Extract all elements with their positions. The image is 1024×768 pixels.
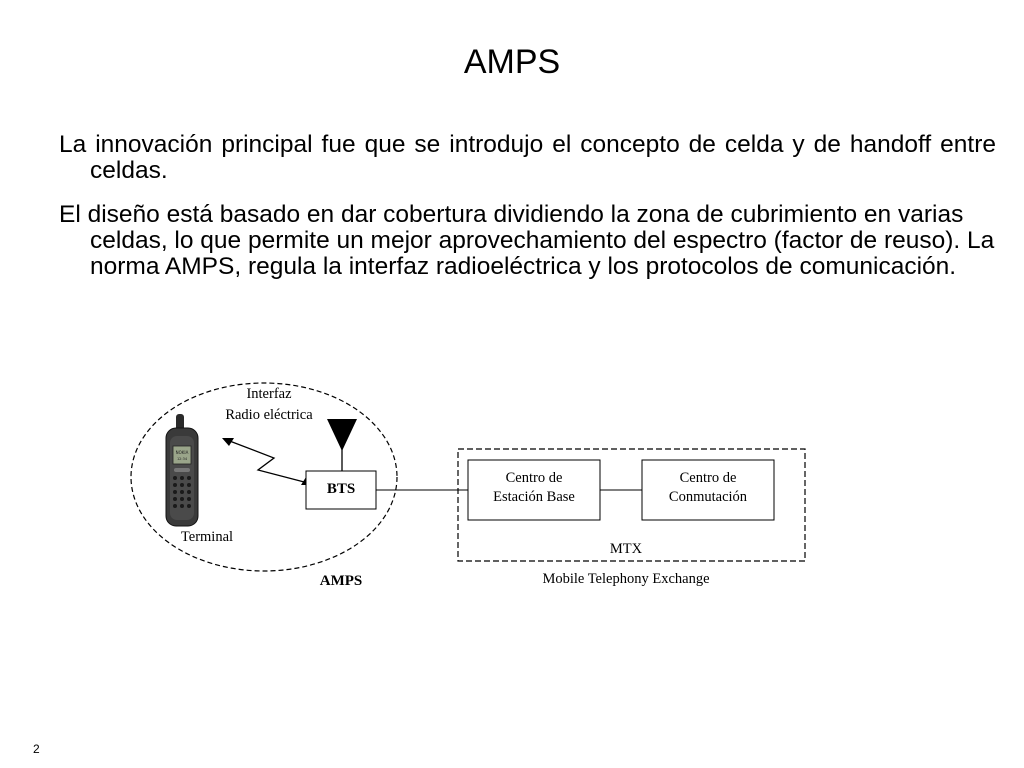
amps-cell-boundary [130, 382, 398, 572]
phone-screen-time: 12:34 [177, 457, 188, 461]
amps-architecture-diagram: Interfaz Radio eléctrica NOKIA 12:34 BTS… [130, 382, 806, 589]
mobile-phone-icon: NOKIA 12:34 [165, 414, 199, 527]
bts-box [305, 470, 377, 510]
page-number: 2 [33, 742, 40, 756]
mtx-full-name-label: Mobile Telephony Exchange [542, 571, 709, 587]
antenna-icon [327, 419, 357, 471]
base-station-center-box [467, 459, 601, 521]
phone-screen-brand: NOKIA [176, 450, 189, 455]
interface-label-line2: Radio eléctrica [225, 407, 313, 423]
slide-title: AMPS [463, 43, 561, 81]
base-center-label-line2: Estación Base [493, 489, 575, 505]
switch-center-label-line1: Centro de [680, 470, 737, 486]
bts-label: BTS [327, 481, 355, 497]
mtx-boundary [457, 448, 806, 562]
terminal-label: Terminal [181, 529, 233, 545]
base-center-label-line1: Centro de [506, 470, 563, 486]
switch-center-label-line2: Conmutación [669, 489, 748, 505]
paragraph-innovation: La innovación principal fue que se intro… [59, 131, 996, 184]
interface-label-line1: Interfaz [246, 386, 292, 402]
switching-center-box [641, 459, 775, 521]
mtx-label: MTX [610, 541, 643, 557]
amps-label: AMPS [320, 573, 363, 589]
radio-link-arrow-icon [222, 438, 313, 485]
paragraph-design: El diseño está basado en dar cobertura d… [59, 201, 995, 280]
